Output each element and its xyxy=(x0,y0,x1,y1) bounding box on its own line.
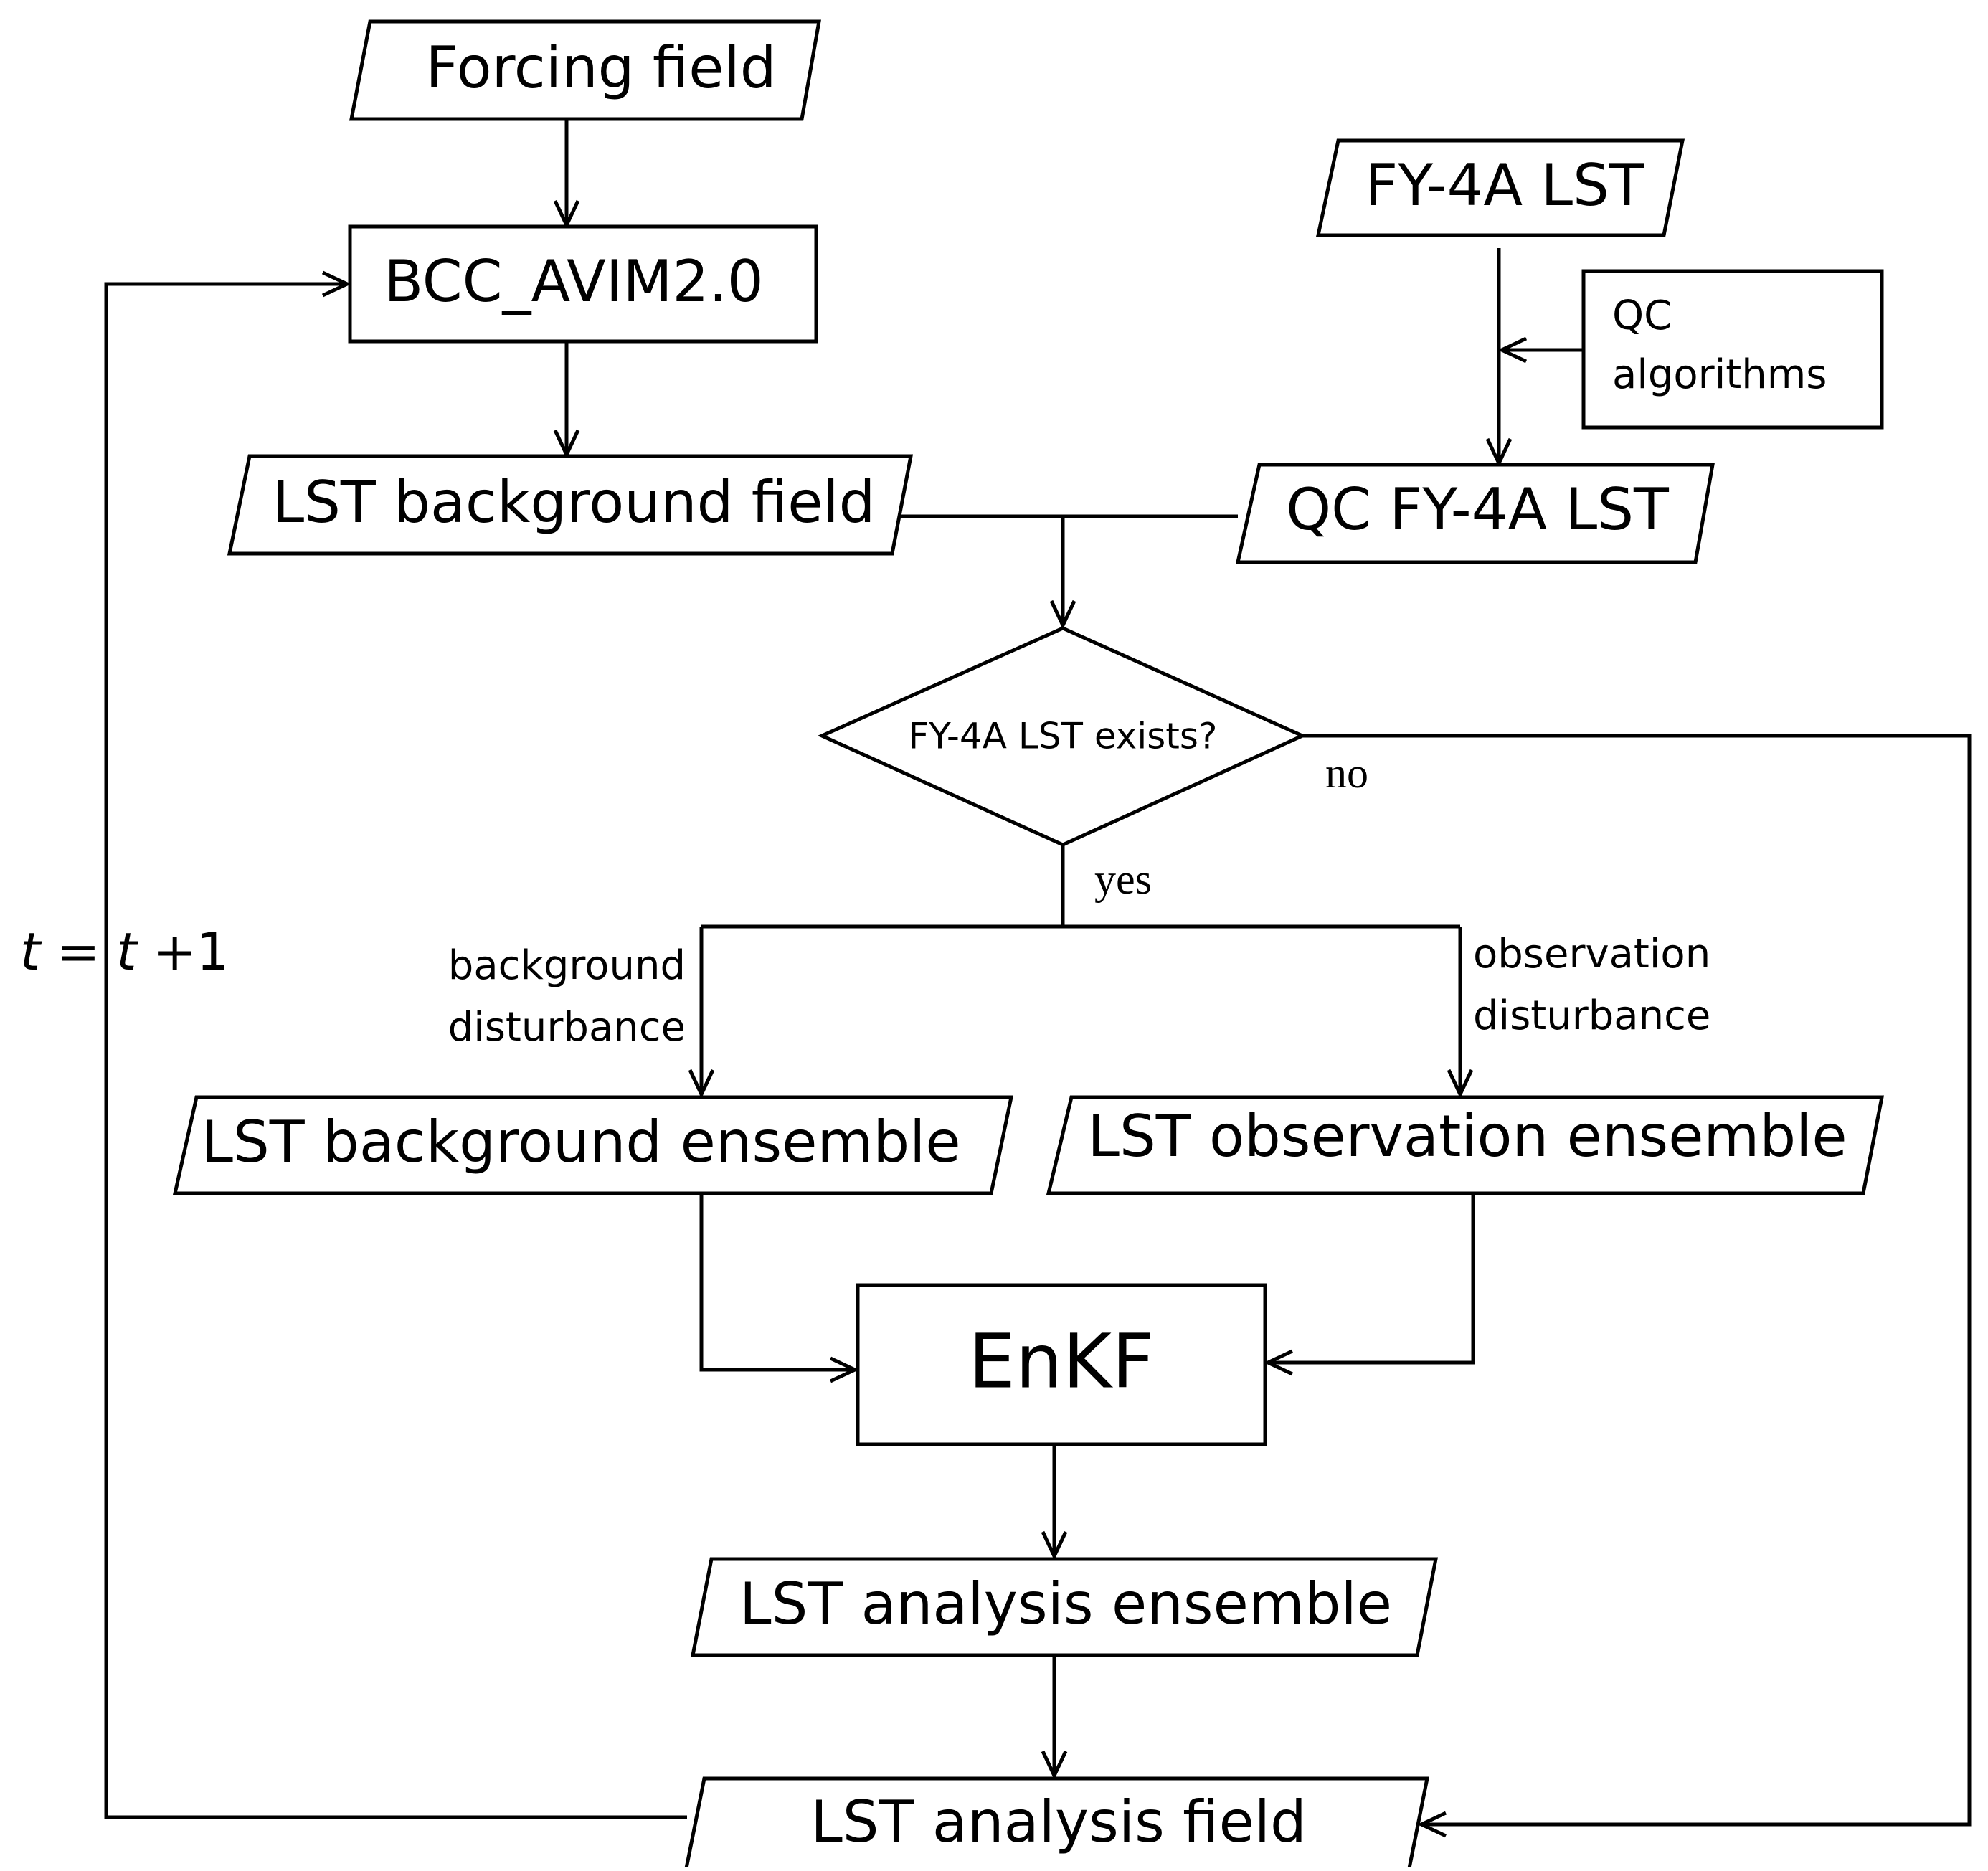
background-disturbance-label-line2: disturbance xyxy=(448,1004,686,1051)
qc-fy4a-lst-label: QC FY-4A LST xyxy=(1286,476,1670,543)
observation-disturbance-label-line2: disturbance xyxy=(1473,993,1710,1039)
connector-observation-ensemble-to-enkf xyxy=(1268,1193,1475,1363)
forcing-field-shape xyxy=(349,19,821,121)
enkf-label: EnKF xyxy=(968,1317,1155,1405)
background-disturbance-label-line1: background xyxy=(448,942,686,989)
qc-algorithms-label-line2: algorithms xyxy=(1612,351,1827,398)
lst-background-field-shape xyxy=(227,454,914,556)
connector-time-loop xyxy=(104,284,687,1819)
lst-analysis-ensemble-label: LST analysis ensemble xyxy=(739,1571,1392,1637)
bcc-avim-box xyxy=(348,224,818,344)
lst-background-ensemble-label: LST background ensemble xyxy=(201,1109,960,1175)
fy4a-lst-label: FY-4A LST xyxy=(1365,152,1645,219)
lst-observation-ensemble-shape xyxy=(1046,1095,1885,1195)
decision-label: FY-4A LST exists? xyxy=(909,716,1218,757)
connector-background-ensemble-to-enkf xyxy=(699,1193,855,1370)
no-label: no xyxy=(1325,749,1368,797)
lst-analysis-field-shape xyxy=(683,1776,1430,1871)
time-step-label: t = t +1 xyxy=(20,922,229,982)
qc-fy4a-lst-shape xyxy=(1235,463,1715,564)
forcing-field-label: Forcing field xyxy=(426,34,777,101)
lst-analysis-field-label: LST analysis field xyxy=(810,1789,1307,1855)
lst-observation-ensemble-label: LST observation ensemble xyxy=(1087,1103,1847,1170)
lst-background-ensemble-shape xyxy=(172,1095,1014,1195)
qc-algorithms-label-line1: QC xyxy=(1612,293,1672,339)
observation-disturbance-label-line1: observation xyxy=(1473,931,1710,977)
lst-analysis-ensemble-shape xyxy=(690,1557,1439,1657)
bcc-avim-label: BCC_AVIM2.0 xyxy=(384,248,763,315)
fy4a-lst-shape xyxy=(1315,138,1685,237)
connector-no-branch xyxy=(1302,734,1972,1824)
yes-label: yes xyxy=(1094,856,1152,903)
lst-background-field-label: LST background field xyxy=(273,469,876,536)
